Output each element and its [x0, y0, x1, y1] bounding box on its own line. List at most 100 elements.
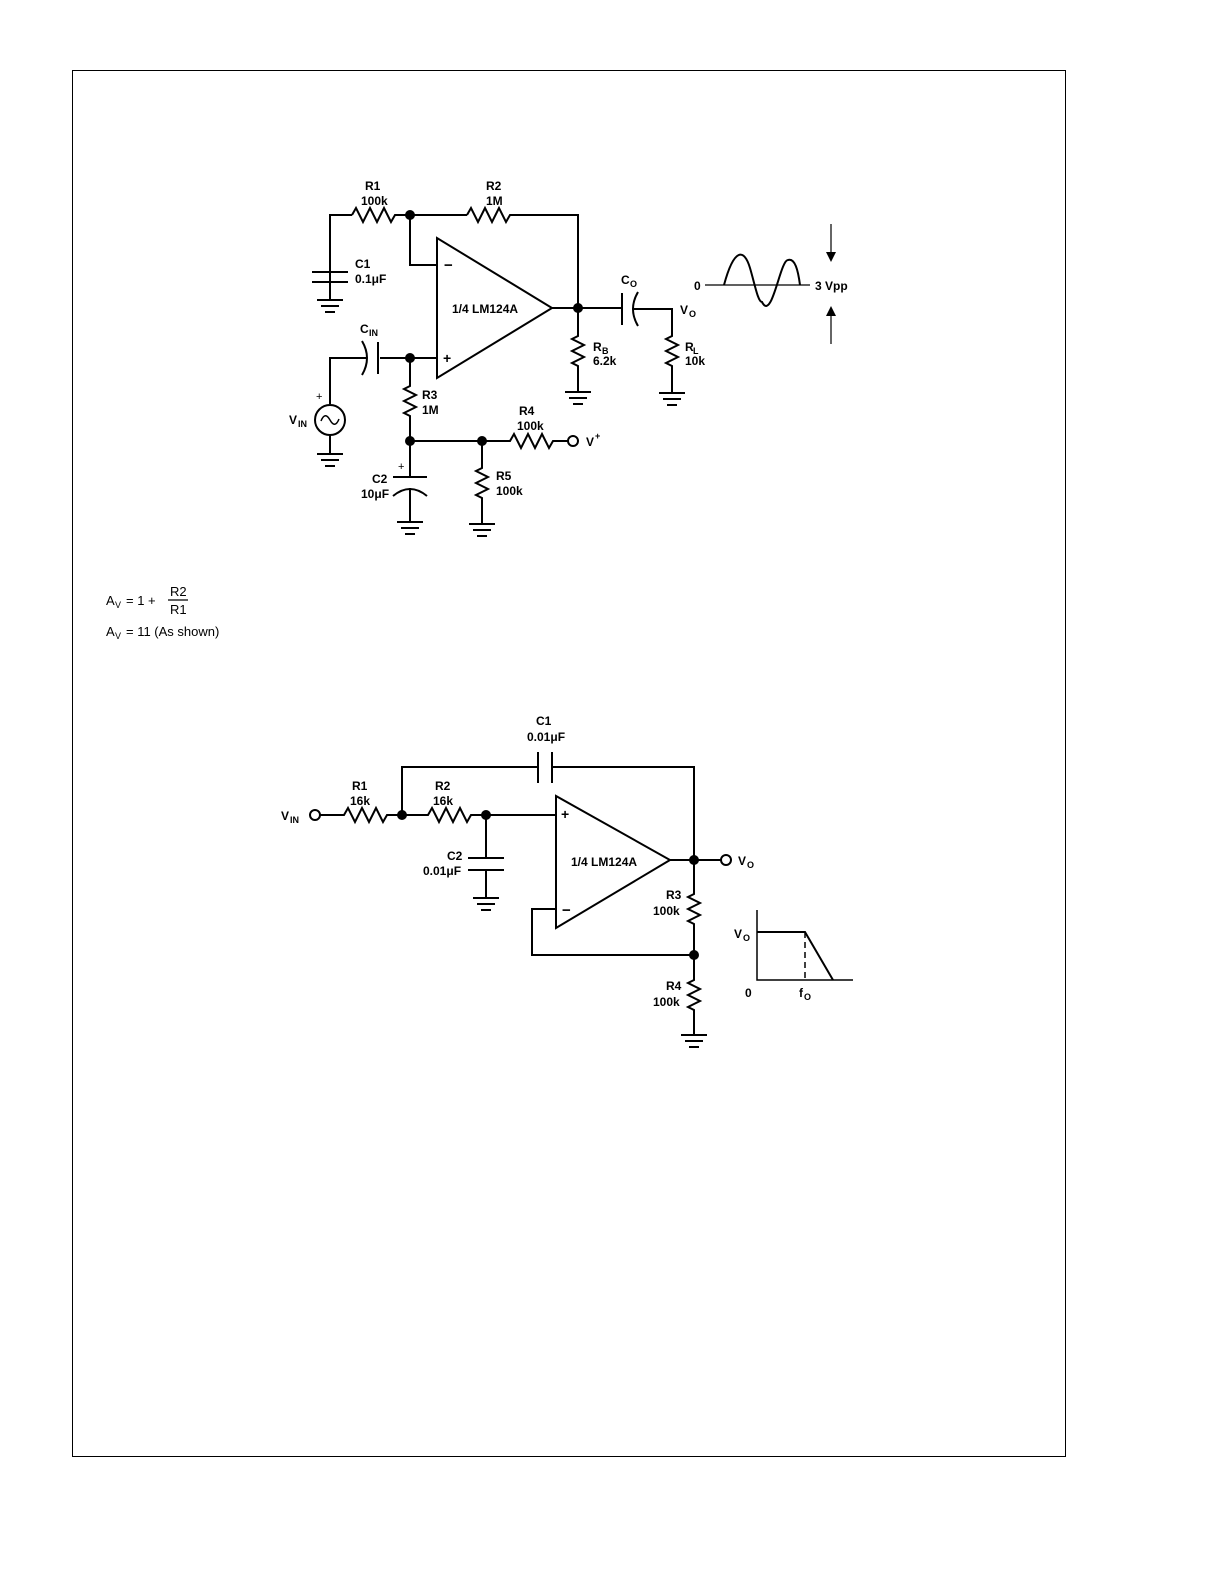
resistor-r5 [473, 441, 491, 524]
page-frame [72, 70, 1066, 1457]
ground-c1 [317, 299, 343, 313]
ground-r4-2 [681, 1034, 707, 1048]
r4-2-name: R4 [666, 979, 682, 993]
vplus-name: V [586, 435, 594, 449]
opamp-1-minus: − [444, 257, 453, 274]
av1-symbol: A [106, 593, 115, 608]
gain-formula: A V = 1 + R2 R1 A V = 11 (As shown) [106, 584, 219, 641]
c2-plus: + [398, 461, 404, 473]
r2-2-value: 16k [433, 794, 453, 808]
r2-name: R2 [486, 179, 502, 193]
resistor-r4 [482, 431, 568, 451]
wire-cin-vin [329, 357, 366, 404]
vo1-name: V [680, 303, 688, 317]
ground-rl [659, 392, 685, 406]
r3-2-value: 100k [653, 904, 680, 918]
ground-vin [317, 453, 343, 467]
resistor-r2-2 [402, 805, 486, 825]
resistor-r1-2 [320, 805, 402, 825]
rl-name: R [685, 340, 694, 354]
wire-c1-r1 [329, 214, 352, 290]
resistor-r3-2 [685, 860, 703, 955]
vin2-sub: IN [290, 815, 299, 825]
rb-sub: B [602, 346, 609, 356]
resistor-r1 [351, 205, 410, 225]
capacitor-cin-curve [361, 340, 368, 376]
wave-amplitude: 3 Vpp [815, 279, 848, 293]
opamp-2-minus: − [562, 902, 571, 919]
vin-plus: + [316, 391, 322, 403]
resp-vo-sub: O [743, 933, 750, 943]
vin-source-sine [320, 415, 340, 425]
opamp-1-triangle [436, 236, 554, 380]
vplus-terminal [567, 435, 579, 447]
wire-c1-right [552, 766, 695, 860]
cin-sub: IN [369, 328, 378, 338]
resistor-r3 [401, 358, 419, 441]
vplus-sup: + [595, 431, 600, 441]
capacitor-c1-2 [537, 752, 553, 783]
amp-arrow-top-head [826, 252, 836, 262]
av1-sub: V [115, 600, 121, 610]
av2-sub: V [115, 631, 121, 641]
cin-name: C [360, 322, 369, 336]
rl-sub: L [693, 346, 699, 356]
opamp-1-label: 1/4 LM124A [452, 302, 518, 316]
r5-value: 100k [496, 484, 523, 498]
vo2-name: V [738, 854, 746, 868]
resistor-rb [569, 308, 587, 392]
c2-2-name: C2 [447, 849, 463, 863]
r1-name: R1 [365, 179, 381, 193]
vin2-terminal [309, 809, 321, 821]
rl-value: 10k [685, 354, 705, 368]
r3-2-name: R3 [666, 888, 682, 902]
r4-2-value: 100k [653, 995, 680, 1009]
ground-c2 [397, 521, 423, 535]
wire-inv-feedback-2 [531, 908, 694, 956]
av2-symbol: A [106, 624, 115, 639]
ground-c2-2 [473, 897, 499, 911]
r4-name: R4 [519, 404, 535, 418]
av2-eq: = 11 (As shown) [126, 624, 219, 639]
opamp-2-triangle [555, 794, 672, 930]
formula-denominator: R1 [170, 602, 187, 617]
wire-c1-left [401, 766, 538, 815]
ground-r5 [469, 523, 495, 537]
resp-vo-name: V [734, 927, 742, 941]
c1-value: 0.1μF [355, 272, 386, 286]
r4-value: 100k [517, 419, 544, 433]
capacitor-c1 [312, 271, 348, 300]
resp-fo-name: f [799, 986, 804, 1000]
response-axes [756, 910, 853, 981]
rb-value: 6.2k [593, 354, 617, 368]
r2-value: 1M [486, 194, 503, 208]
c1-2-name: C1 [536, 714, 552, 728]
c2-name: C2 [372, 472, 388, 486]
circuit-1: 1/4 LM124A − + R1 100k R2 1M C1 0.1μF R … [289, 179, 848, 537]
c2-value: 10μF [361, 487, 389, 501]
av1-eq: = 1 + [126, 593, 156, 608]
co-sub: O [630, 279, 637, 289]
node-inv-1 [405, 210, 415, 220]
capacitor-c2-2 [468, 857, 504, 871]
vin-sub: IN [298, 419, 307, 429]
wire-inv-input-1 [409, 215, 437, 266]
sine-wave [723, 253, 801, 307]
r3-name: R3 [422, 388, 438, 402]
vo1-sub: O [689, 309, 696, 319]
opamp-2-plus: + [561, 806, 569, 822]
c2-2-value: 0.01μF [423, 864, 461, 878]
r1-2-value: 16k [350, 794, 370, 808]
resp-zero: 0 [745, 986, 752, 1000]
vo2-terminal [720, 854, 732, 866]
vo2-sub: O [747, 860, 754, 870]
r1-value: 100k [361, 194, 388, 208]
opamp-2-label: 1/4 LM124A [571, 855, 637, 869]
amp-arrow-bottom-head [826, 306, 836, 316]
opamp-1-plus: + [443, 350, 451, 366]
resistor-rl [632, 308, 681, 393]
r5-name: R5 [496, 469, 512, 483]
resp-fo-sub: O [804, 992, 811, 1002]
rb-name: R [593, 340, 602, 354]
vin2-name: V [281, 809, 289, 823]
